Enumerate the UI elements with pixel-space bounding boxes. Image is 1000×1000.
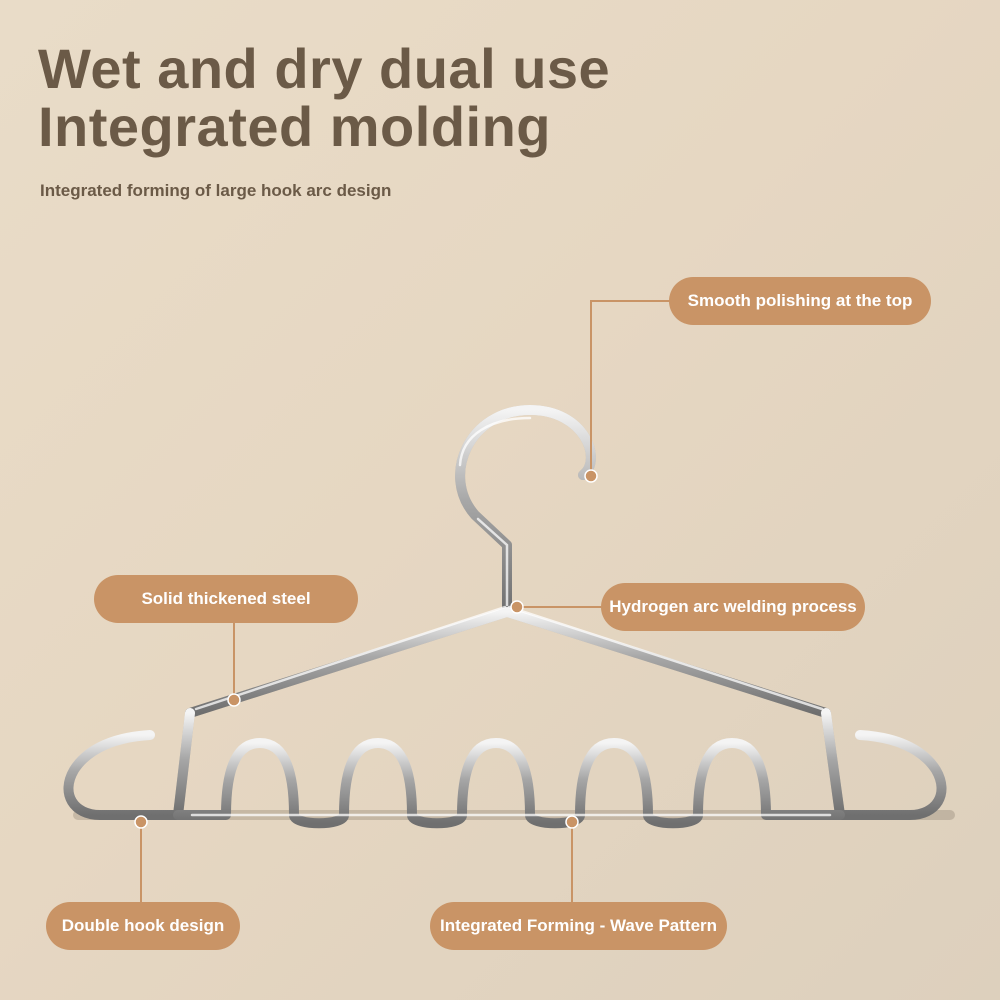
hanger-top-bar bbox=[185, 607, 831, 718]
dot-double-hook bbox=[134, 815, 148, 829]
left-double-hook bbox=[63, 730, 183, 820]
dot-hydrogen-arc bbox=[510, 600, 524, 614]
callout-wave-pattern: Integrated Forming - Wave Pattern bbox=[430, 902, 727, 950]
headline-line-1: Wet and dry dual use bbox=[38, 37, 611, 100]
hanger-wire bbox=[63, 405, 947, 829]
callout-smooth-polishing: Smooth polishing at the top bbox=[669, 277, 931, 325]
hanger-highlights bbox=[190, 416, 832, 817]
headline-line-2: Integrated molding bbox=[38, 95, 551, 158]
left-vertical-bar bbox=[173, 708, 195, 820]
leader-lines bbox=[140, 300, 670, 902]
callout-dots bbox=[134, 469, 598, 829]
dot-smooth-polishing bbox=[584, 469, 598, 483]
hook-curve bbox=[455, 405, 596, 617]
callout-hydrogen-arc: Hydrogen arc welding process bbox=[601, 583, 865, 631]
wave-pattern bbox=[173, 738, 845, 829]
dot-solid-steel bbox=[227, 693, 241, 707]
callout-solid-steel: Solid thickened steel bbox=[94, 575, 358, 623]
subtitle: Integrated forming of large hook arc des… bbox=[40, 181, 392, 200]
headline: Wet and dry dual use Integrated molding bbox=[38, 40, 610, 156]
dot-wave-pattern bbox=[565, 815, 579, 829]
leader-smooth-polishing bbox=[590, 300, 670, 476]
right-double-hook bbox=[835, 730, 947, 820]
right-vertical-bar bbox=[821, 708, 845, 820]
callout-double-hook: Double hook design bbox=[46, 902, 240, 950]
